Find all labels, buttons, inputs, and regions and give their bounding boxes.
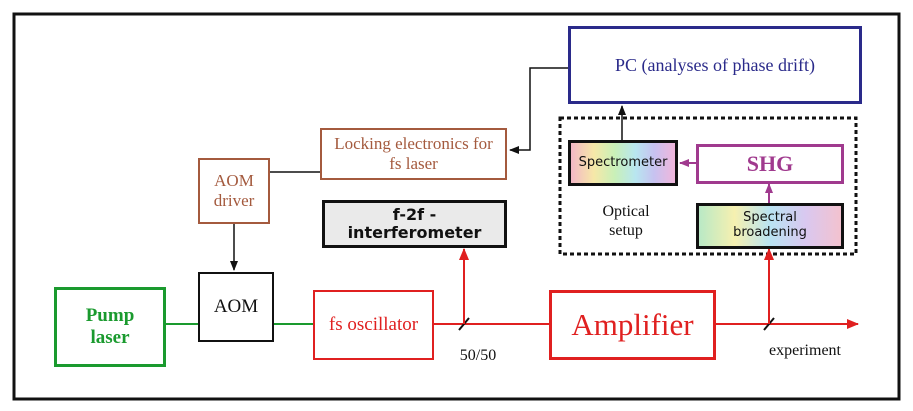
optical-setup-boundary <box>558 116 858 256</box>
aom-driver-block: AOM driver <box>198 158 270 224</box>
pc-block: PC (analyses of phase drift) <box>568 26 862 104</box>
outer-frame <box>12 12 901 401</box>
aom-driver-label: AOM driver <box>213 171 255 210</box>
amplifier-block: Amplifier <box>549 290 716 360</box>
optical-setup-label: Optical setup <box>602 203 650 240</box>
fs-oscillator-label: fs oscillator <box>328 314 419 336</box>
shg-label: SHG <box>746 151 794 177</box>
spectral-broadening-block: Spectral broadening <box>696 203 844 249</box>
fs-oscillator-block: fs oscillator <box>313 290 434 360</box>
spectrometer-block: Spectrometer <box>568 140 678 186</box>
experiment-label: experiment <box>769 342 841 359</box>
pump-laser-label: Pump laser <box>85 305 135 348</box>
beam-splitter-label: 50/50 <box>459 347 497 364</box>
aom-block: AOM <box>198 272 274 342</box>
amplifier-label: Amplifier <box>571 307 694 343</box>
shg-block: SHG <box>696 144 844 184</box>
f2f-interferometer-label: f-2f - interferometer <box>347 204 482 242</box>
pump-laser-block: Pump laser <box>54 287 166 367</box>
pc-label: PC (analyses of phase drift) <box>615 54 815 75</box>
spectral-broadening-label: Spectral broadening <box>733 210 807 240</box>
f2f-interferometer-block: f-2f - interferometer <box>322 200 507 248</box>
locking-electronics-label: Locking electronics for fs laser <box>334 134 493 173</box>
spectrometer-label: Spectrometer <box>578 154 668 170</box>
aom-label: AOM <box>213 296 259 318</box>
locking-electronics-block: Locking electronics for fs laser <box>320 128 507 180</box>
pc-to-locking-arrow <box>509 67 568 154</box>
